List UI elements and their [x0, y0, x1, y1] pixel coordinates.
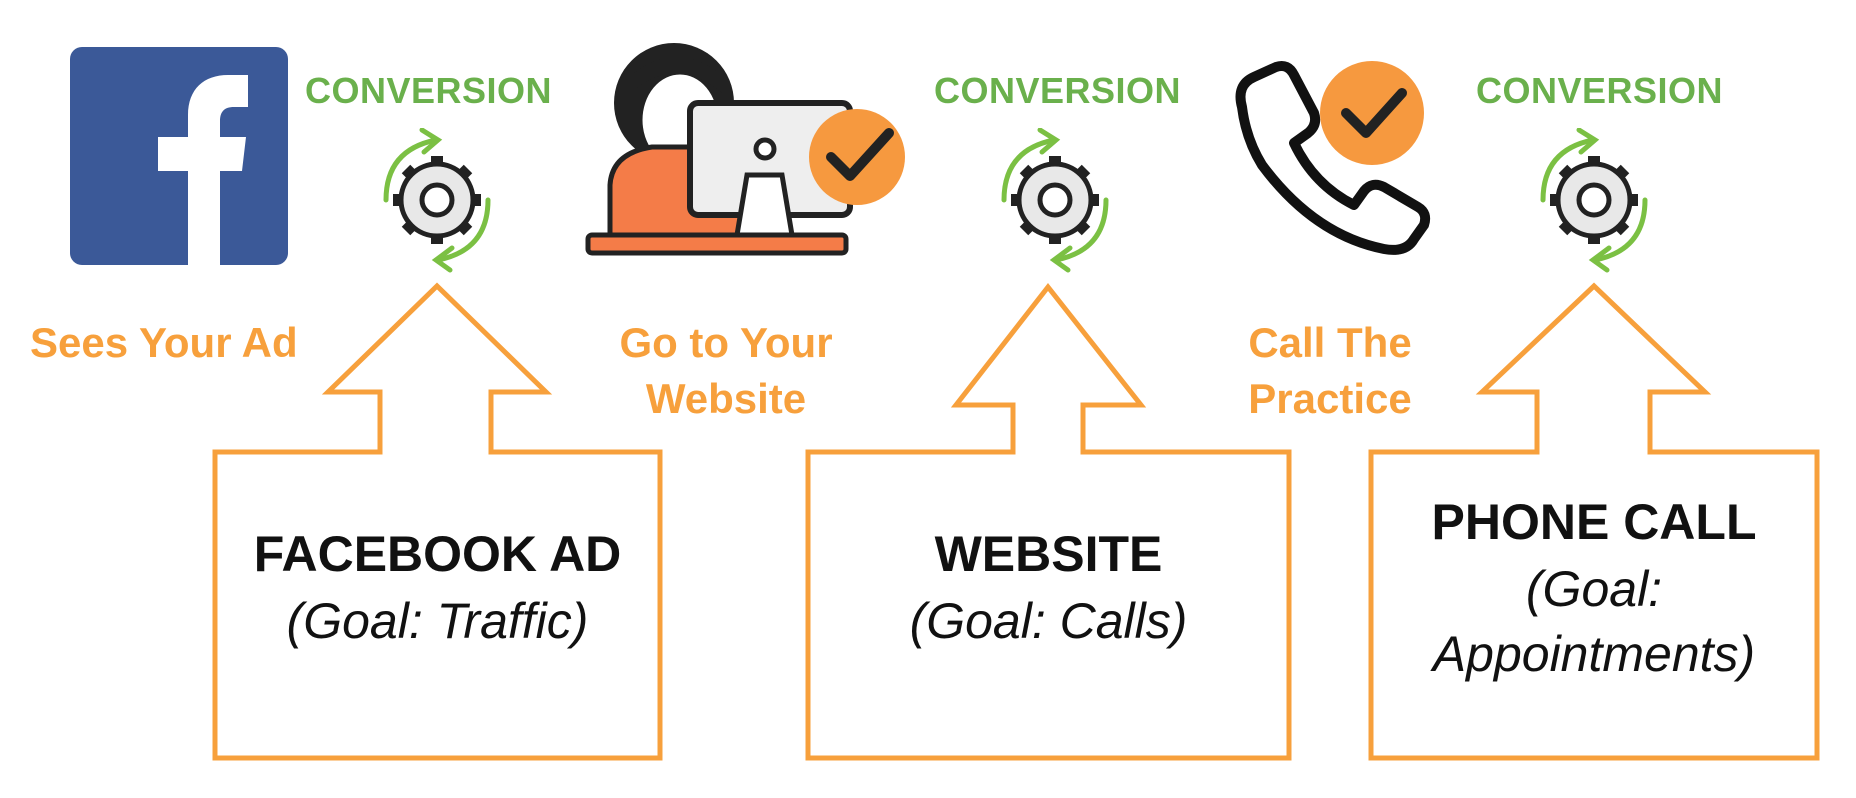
phone-check-icon [1235, 61, 1431, 255]
arrow-box-website [805, 282, 1292, 761]
box-title-facebook-ad: FACEBOOK AD [253, 526, 622, 582]
step-caption-1: Sees Your Ad [30, 319, 298, 366]
box-goal-phone-call-line2: Appointments) [1432, 626, 1756, 682]
conversion-label-1: CONVERSION [305, 70, 553, 111]
step-caption-2-line2: Website [645, 375, 807, 422]
box-goal-facebook-ad: (Goal: Traffic) [286, 593, 589, 649]
conversion-label-2: CONVERSION [934, 70, 1182, 111]
gear-cycle-icon [1001, 128, 1109, 273]
box-title-website: WEBSITE [934, 526, 1163, 582]
conversion-label-3: CONVERSION [1476, 70, 1724, 111]
facebook-logo-icon [70, 47, 288, 265]
step-caption-2-line1: Go to Your [619, 319, 833, 366]
box-goal-phone-call-line1: (Goal: [1525, 561, 1663, 617]
arrow-box-facebook-ad [212, 282, 663, 761]
person-at-computer-icon [585, 43, 905, 256]
step-caption-3-line1: Call The [1248, 319, 1412, 366]
step-caption-3-line2: Practice [1248, 375, 1412, 422]
gear-cycle-icon [383, 128, 491, 273]
box-goal-website: (Goal: Calls) [909, 593, 1188, 649]
box-title-phone-call: PHONE CALL [1431, 494, 1757, 550]
arrow-box-phone-call [1368, 282, 1820, 761]
gear-cycle-icon [1540, 128, 1648, 273]
